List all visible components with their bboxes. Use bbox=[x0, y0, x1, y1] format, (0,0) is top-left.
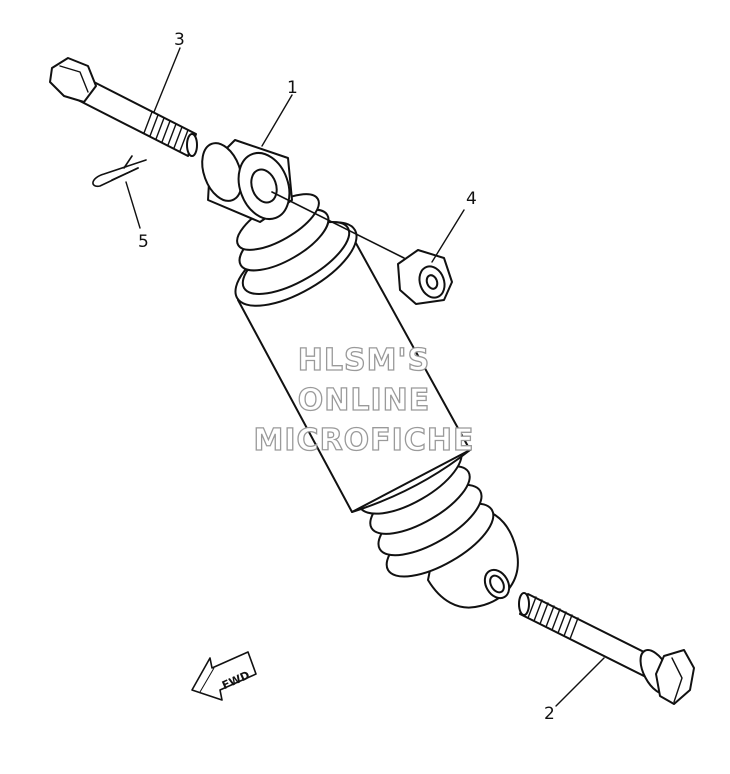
watermark: HLSM'S ONLINE MICROFICHE bbox=[253, 342, 475, 458]
watermark-line-1: HLSM'S bbox=[298, 343, 430, 378]
callout-2: 2 bbox=[544, 704, 555, 724]
cotter-pin bbox=[92, 155, 147, 188]
callout-1: 1 bbox=[287, 78, 298, 98]
lower-bolt bbox=[518, 592, 695, 705]
watermark-line-2: ONLINE bbox=[298, 383, 431, 418]
callout-4: 4 bbox=[466, 189, 477, 209]
upper-bolt bbox=[49, 57, 198, 157]
shock-absorber bbox=[201, 139, 519, 609]
forward-arrow-icon: FWD bbox=[191, 651, 257, 701]
watermark-line-3: MICROFICHE bbox=[254, 423, 475, 458]
callout-3: 3 bbox=[174, 30, 185, 50]
callout-5: 5 bbox=[138, 232, 149, 252]
flange-nut bbox=[397, 249, 453, 305]
leader-lines bbox=[125, 47, 605, 707]
